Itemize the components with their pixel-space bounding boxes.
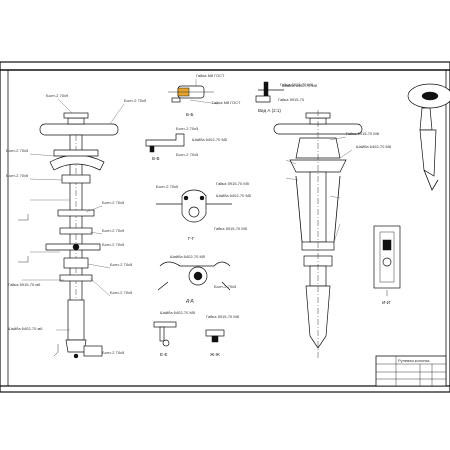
callout-right-2: Гайка 5915-70 bbox=[278, 97, 305, 102]
callout-box-2: Гайка 5915-70 М8 bbox=[206, 314, 240, 319]
callout-left-b: Шайба 6402-70 м6 bbox=[8, 326, 43, 331]
right-main-column-view: Шайба 6402-70 М8 Гайка 5915-70 М8 Шайба … bbox=[273, 83, 392, 360]
callout-right-4: Гайка 5915-70 М8 bbox=[346, 131, 380, 136]
title-block: Рулевая колонка bbox=[375, 355, 447, 387]
callout-bolt-9: Болт-2 70х5 bbox=[110, 290, 133, 295]
section-label-g-g: Г-Г bbox=[188, 236, 195, 241]
title-block-name: Рулевая колонка bbox=[398, 358, 430, 363]
callout-mid-4: Гайка 5915-70 М5 bbox=[214, 226, 248, 231]
detail-b-b: Гайка М8 ГОСТ Гайка М8 ГОСТ Б-Б bbox=[168, 73, 241, 117]
detail-view-a: Гайка 5915-70 М8 Гайка 5915-70 Вид А (2:… bbox=[255, 81, 314, 113]
section-label-view-a: Вид А (2:1) bbox=[258, 108, 281, 113]
section-label-v-v: В-В bbox=[152, 156, 160, 161]
callout-mid-1: Шайба 6402-70 М5 bbox=[192, 137, 228, 142]
callout-right-3: Шайба 6402-70 М8 bbox=[282, 83, 318, 88]
callout-nut-1: Гайка М8 ГОСТ bbox=[196, 73, 225, 78]
callout-bolt-5: Болт-2 70х5 bbox=[102, 200, 125, 205]
callout-bolt-3: Болт-2 70х5 bbox=[6, 148, 29, 153]
callout-nut-2: Гайка М8 ГОСТ bbox=[212, 100, 241, 105]
callout-mid-5: Шайба 6402-70 М5 bbox=[170, 254, 206, 259]
callout-mid-3: Шайба 6402-70 М5 bbox=[216, 193, 252, 198]
section-label-zh-zh: Ж-Ж bbox=[210, 352, 221, 357]
detail-i-i: И-И bbox=[373, 225, 401, 305]
callout-bolt-6: Болт-2 70х9 bbox=[102, 228, 125, 233]
callout-right-1: Гайка 5915-70 М8 bbox=[280, 82, 314, 87]
left-callouts: Болт-2 70х9 Болт-2 70х5 Болт-2 70х5 Болт… bbox=[6, 93, 147, 355]
section-label-b-b: Б-Б bbox=[186, 112, 193, 117]
callout-bolt-12: Болт-2 70х5 bbox=[176, 152, 199, 157]
handlebar-left bbox=[39, 123, 119, 136]
detail-e-e: Шайба 6402-70 М5 Е-Е bbox=[153, 310, 196, 357]
left-main-column-view bbox=[18, 112, 119, 359]
section-label-i-i: И-И bbox=[382, 300, 390, 305]
callout-mid-2: Гайка 5915-70 М5 bbox=[216, 181, 250, 186]
callout-bolt-7: Болт-2 70х5 bbox=[102, 242, 125, 247]
callout-right-5: Шайба 6402-70 М8 bbox=[356, 144, 392, 149]
callout-bolt-1: Болт-2 70х9 bbox=[46, 93, 69, 98]
callout-bolt-8: Болт-2 70х5 bbox=[110, 262, 133, 267]
detail-g-g: Болт-2 70х5 Гайка 5915-70 М5 Шайба 6402-… bbox=[156, 181, 252, 241]
callout-bolt-13: Болт-2 70х5 bbox=[156, 184, 179, 189]
callout-bolt-4: Болт-2 70х5 bbox=[6, 173, 29, 178]
detail-d-d: Шайба 6402-70 М5 Болт-2 70х5 Д-Д bbox=[157, 254, 237, 303]
section-label-e-e: Е-Е bbox=[160, 352, 168, 357]
callout-bolt-14: Болт-2 70х5 bbox=[214, 284, 237, 289]
detail-top-right-wheel bbox=[407, 83, 450, 191]
section-label-d-d: Д-Д bbox=[186, 298, 194, 303]
callout-bolt-11: Болт-2 70х5 bbox=[176, 126, 199, 131]
detail-v-v: Болт-2 70х5 Шайба 6402-70 М5 Болт-2 70х5… bbox=[145, 126, 228, 161]
callout-box-1: Шайба 6402-70 М5 bbox=[160, 310, 196, 315]
callout-bolt-10: Болт-2 70х5 bbox=[102, 350, 125, 355]
callout-bolt-2: Болт-2 70х5 bbox=[124, 98, 147, 103]
detail-zh-zh: Гайка 5915-70 М8 Ж-Ж bbox=[205, 314, 240, 357]
callout-left-a: Гайка 5915-70 м6 bbox=[8, 282, 41, 287]
